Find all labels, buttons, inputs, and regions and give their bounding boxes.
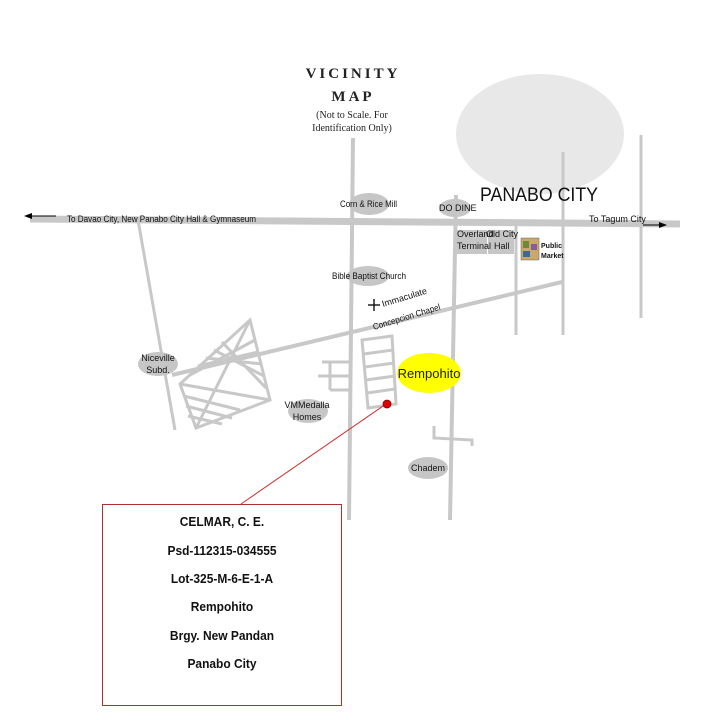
niceville-subdivision-grid	[178, 317, 272, 430]
map-title-line2: MAP	[331, 89, 374, 105]
overland-terminal-label-1: Overland	[457, 229, 494, 239]
info-psd-number: Psd-112315-034555	[167, 543, 277, 558]
lot-info-box: CELMAR, C. E. Psd-112315-034555 Lot-325-…	[102, 504, 342, 706]
panabo-city-label: PANABO CITY	[480, 185, 598, 206]
info-sitio: Rempohito	[190, 599, 254, 614]
public-market-icon	[520, 237, 540, 261]
rempohito-highlight	[397, 353, 461, 393]
city-area	[456, 74, 624, 194]
do-dine-blob	[439, 199, 471, 217]
to-davao-label: To Davao City, New Panabo City Hall & Gy…	[67, 214, 256, 224]
map-note-line1: (Not to Scale. For	[316, 110, 388, 121]
rempohito-blocks	[360, 334, 398, 410]
niceville-blob	[138, 352, 178, 376]
info-city: Panabo City	[187, 656, 257, 671]
leader-line	[240, 403, 387, 505]
chapel-cross-icon	[368, 299, 380, 311]
to-tagum-label: To Tagum City	[589, 214, 646, 224]
arrow-left-icon	[24, 213, 56, 219]
corn-rice-mill-label: Corn & Rice Mill	[340, 199, 397, 209]
niceville-label-2: Subd.	[146, 365, 170, 375]
chadem-blob	[408, 457, 448, 479]
vmmedalla-label-2: Homes	[293, 412, 322, 422]
bible-baptist-label: Bible Baptist Church	[332, 271, 406, 281]
overland-terminal-label-2: Terminal	[457, 241, 491, 251]
corn-rice-mill-blob	[349, 193, 389, 215]
road-vertical-east	[448, 194, 458, 521]
public-market-label-2: Market	[541, 253, 564, 260]
old-city-hall-label-2: Hall	[494, 241, 510, 251]
chapel-label-1: Immaculate	[381, 286, 428, 309]
road-vertical-west	[136, 219, 177, 431]
road-vertical-center	[347, 137, 355, 521]
overland-terminal-blob	[457, 230, 487, 254]
chadem-label: Chadem	[411, 463, 445, 473]
vmmedalla-blocks	[318, 360, 350, 392]
info-lot-number: Lot-325-M-6-E-1-A	[170, 571, 274, 586]
site-marker	[382, 399, 392, 409]
map-title-line1: VICINITY	[306, 66, 401, 82]
do-dine-label: DO DINE	[439, 203, 477, 213]
old-city-hall-blob	[488, 230, 514, 254]
info-barangay: Brgy. New Pandan	[169, 628, 275, 643]
main-highway	[29, 215, 681, 228]
old-city-hall-label-1: Old City	[486, 229, 519, 239]
vmmedalla-blob	[288, 399, 328, 423]
bible-baptist-blob	[347, 266, 389, 286]
arrow-right-icon	[643, 222, 667, 228]
info-owner: CELMAR, C. E.	[179, 514, 265, 529]
chadem-road	[432, 426, 474, 446]
vmmedalla-label-1: VMMedalla	[284, 400, 329, 410]
rempohito-label: Rempohito	[398, 366, 461, 381]
public-market-label-1: Public	[541, 243, 562, 250]
map-note-line2: Identification Only)	[312, 123, 392, 134]
niceville-label-1: Niceville	[141, 353, 175, 363]
